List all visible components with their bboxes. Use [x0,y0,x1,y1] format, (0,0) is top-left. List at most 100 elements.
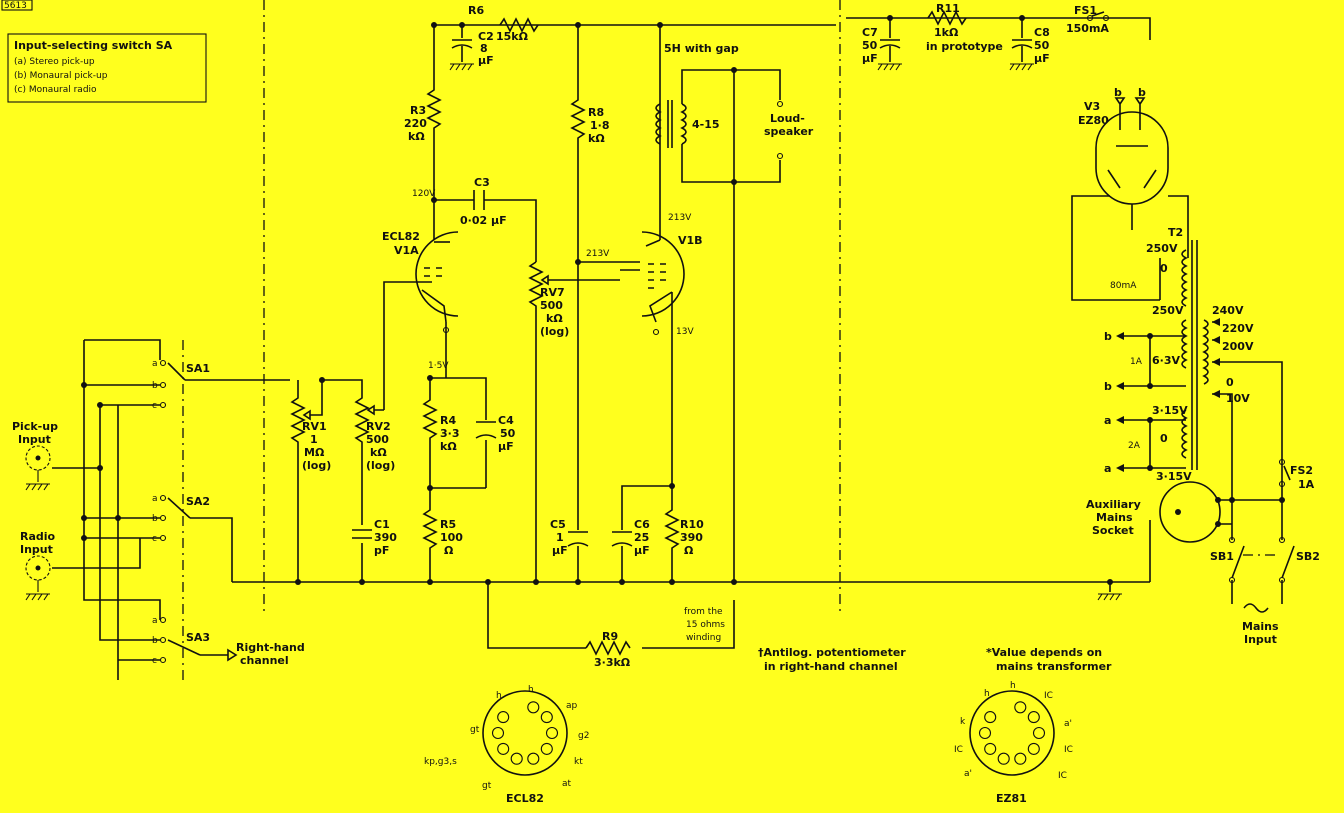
t2-heater-wiring [1124,335,1186,469]
fs1-name: FS1 [1074,4,1097,17]
ecl82-pin-hole [497,742,510,755]
ecl82-pin-kt: kt [574,757,583,767]
radio-input-label-1: Radio [20,530,56,543]
mains-label-2: Input [1244,633,1277,646]
c6-name: C6 [634,518,650,531]
heater-3v15b: 3·15V [1156,470,1192,483]
ecl82-pin-hole [527,701,540,714]
ecl82-pin-hole [497,711,510,724]
sb2-label: SB2 [1296,550,1320,563]
sa3-label: SA3 [186,631,210,644]
ecl82-pin-ap: ap [566,701,578,711]
switch-sa3 [159,616,238,664]
rv1-wiper-arrow [302,409,311,421]
sa3-c: c [152,656,157,666]
r4-value: 3·3 [440,427,460,440]
ecl82-pin-hole [491,726,505,740]
c5-capacitor [567,531,589,547]
heater-a2: a [1104,462,1111,475]
c4-capacitor [475,421,497,439]
c2-name: C2 [478,30,494,43]
c7-capacitor [877,18,902,71]
t2-transformer [1181,240,1209,470]
r8-value: 1·8 [590,119,610,132]
heater-2a: 2A [1128,441,1141,451]
aux-label-2: Mains [1096,511,1133,524]
sa3-b: b [152,636,158,646]
rv2-name: RV2 [366,420,391,433]
sa2-a: a [152,494,158,504]
ez81-pin-hole [1027,742,1040,755]
r11-name: R11 [936,2,960,15]
fs1-fuse [1086,11,1110,22]
c7-name: C7 [862,26,878,39]
r8-c5-wiring [570,25,640,582]
primary-200: 200V [1222,340,1254,353]
rv7-name: RV7 [540,286,565,299]
ez81-pin-ic4: IC [954,745,963,755]
feedback-note-3: winding [686,633,721,643]
sb1-label: SB1 [1210,550,1234,563]
sa1-c: c [152,401,157,411]
sa1-a: a [152,359,158,369]
v1a-name: V1A [394,244,419,257]
r9-value: 3·3kΩ [594,656,631,669]
ecl82-pin-hole [527,752,540,765]
feedback-wiring [487,582,735,649]
rv7-law: (log) [540,325,569,338]
c5-name: C5 [550,518,566,531]
primary-240: 240V [1212,304,1244,317]
sa3-a: a [152,616,158,626]
c8-capacitor [1009,18,1034,71]
ecl82-pin-hole [510,752,523,765]
sa2-label: SA2 [186,495,210,508]
sec-0: 0 [1160,262,1168,275]
ez81-pin-h2: h [1010,681,1016,691]
c6-capacitor [611,531,633,547]
c1-unit: pF [374,544,389,557]
heater-0: 0 [1160,432,1168,445]
r10-value: 390 [680,531,703,544]
pickup-input-label-1: Pick-up [12,420,58,433]
r5-unit: Ω [444,544,454,557]
r3-unit: kΩ [408,130,425,143]
ecl82-pin-h1: h [496,691,502,701]
volt-213b: 213V [586,249,610,259]
v1b-valve [641,231,685,336]
ez81-pin-h1: h [984,689,990,699]
legend-title: Input-selecting switch SA [14,39,173,52]
rv1-law: (log) [302,459,331,472]
aux-mains-socket [1159,481,1221,543]
ez81-base [969,690,1055,776]
rv2-wiper-arrow [366,404,375,416]
ez81-pin-hole [1014,752,1027,765]
ez81-pin-a1: a' [1064,719,1072,729]
ecl82-pin-hole [540,742,553,755]
ez81-base-name: EZ81 [996,792,1027,805]
rv1-wiring [290,380,323,582]
rv2-unit: kΩ [370,446,387,459]
c6-unit: µF [634,544,650,557]
c8-value: 50 [1034,39,1050,52]
pickup-input-label-2: Input [18,433,51,446]
rv2-value: 500 [366,433,389,446]
ez81-pin-a2: a' [964,769,972,779]
heater-6v3: 6·3V [1152,354,1180,367]
r9-name: R9 [602,630,618,643]
ecl82-pin-at: at [562,779,572,789]
ez81-pin-hole [984,742,997,755]
depends-note-2: mains transformer [996,660,1112,673]
primary-10: 10V [1226,392,1250,405]
rv7-unit: kΩ [546,312,563,325]
heater-1a: 1A [1130,357,1143,367]
loudspeaker-terminals [776,100,784,160]
r8-name: R8 [588,106,604,119]
legend-line-b: (b) Monaural pick-up [14,71,108,81]
volt-120: 120V [412,189,436,199]
rv1-name: RV1 [302,420,327,433]
sa2-c: c [152,534,157,544]
radio-input-jack [25,555,51,601]
sa1-b: b [152,381,158,391]
r4-unit: kΩ [440,440,457,453]
pickup-input-jack [25,445,51,491]
